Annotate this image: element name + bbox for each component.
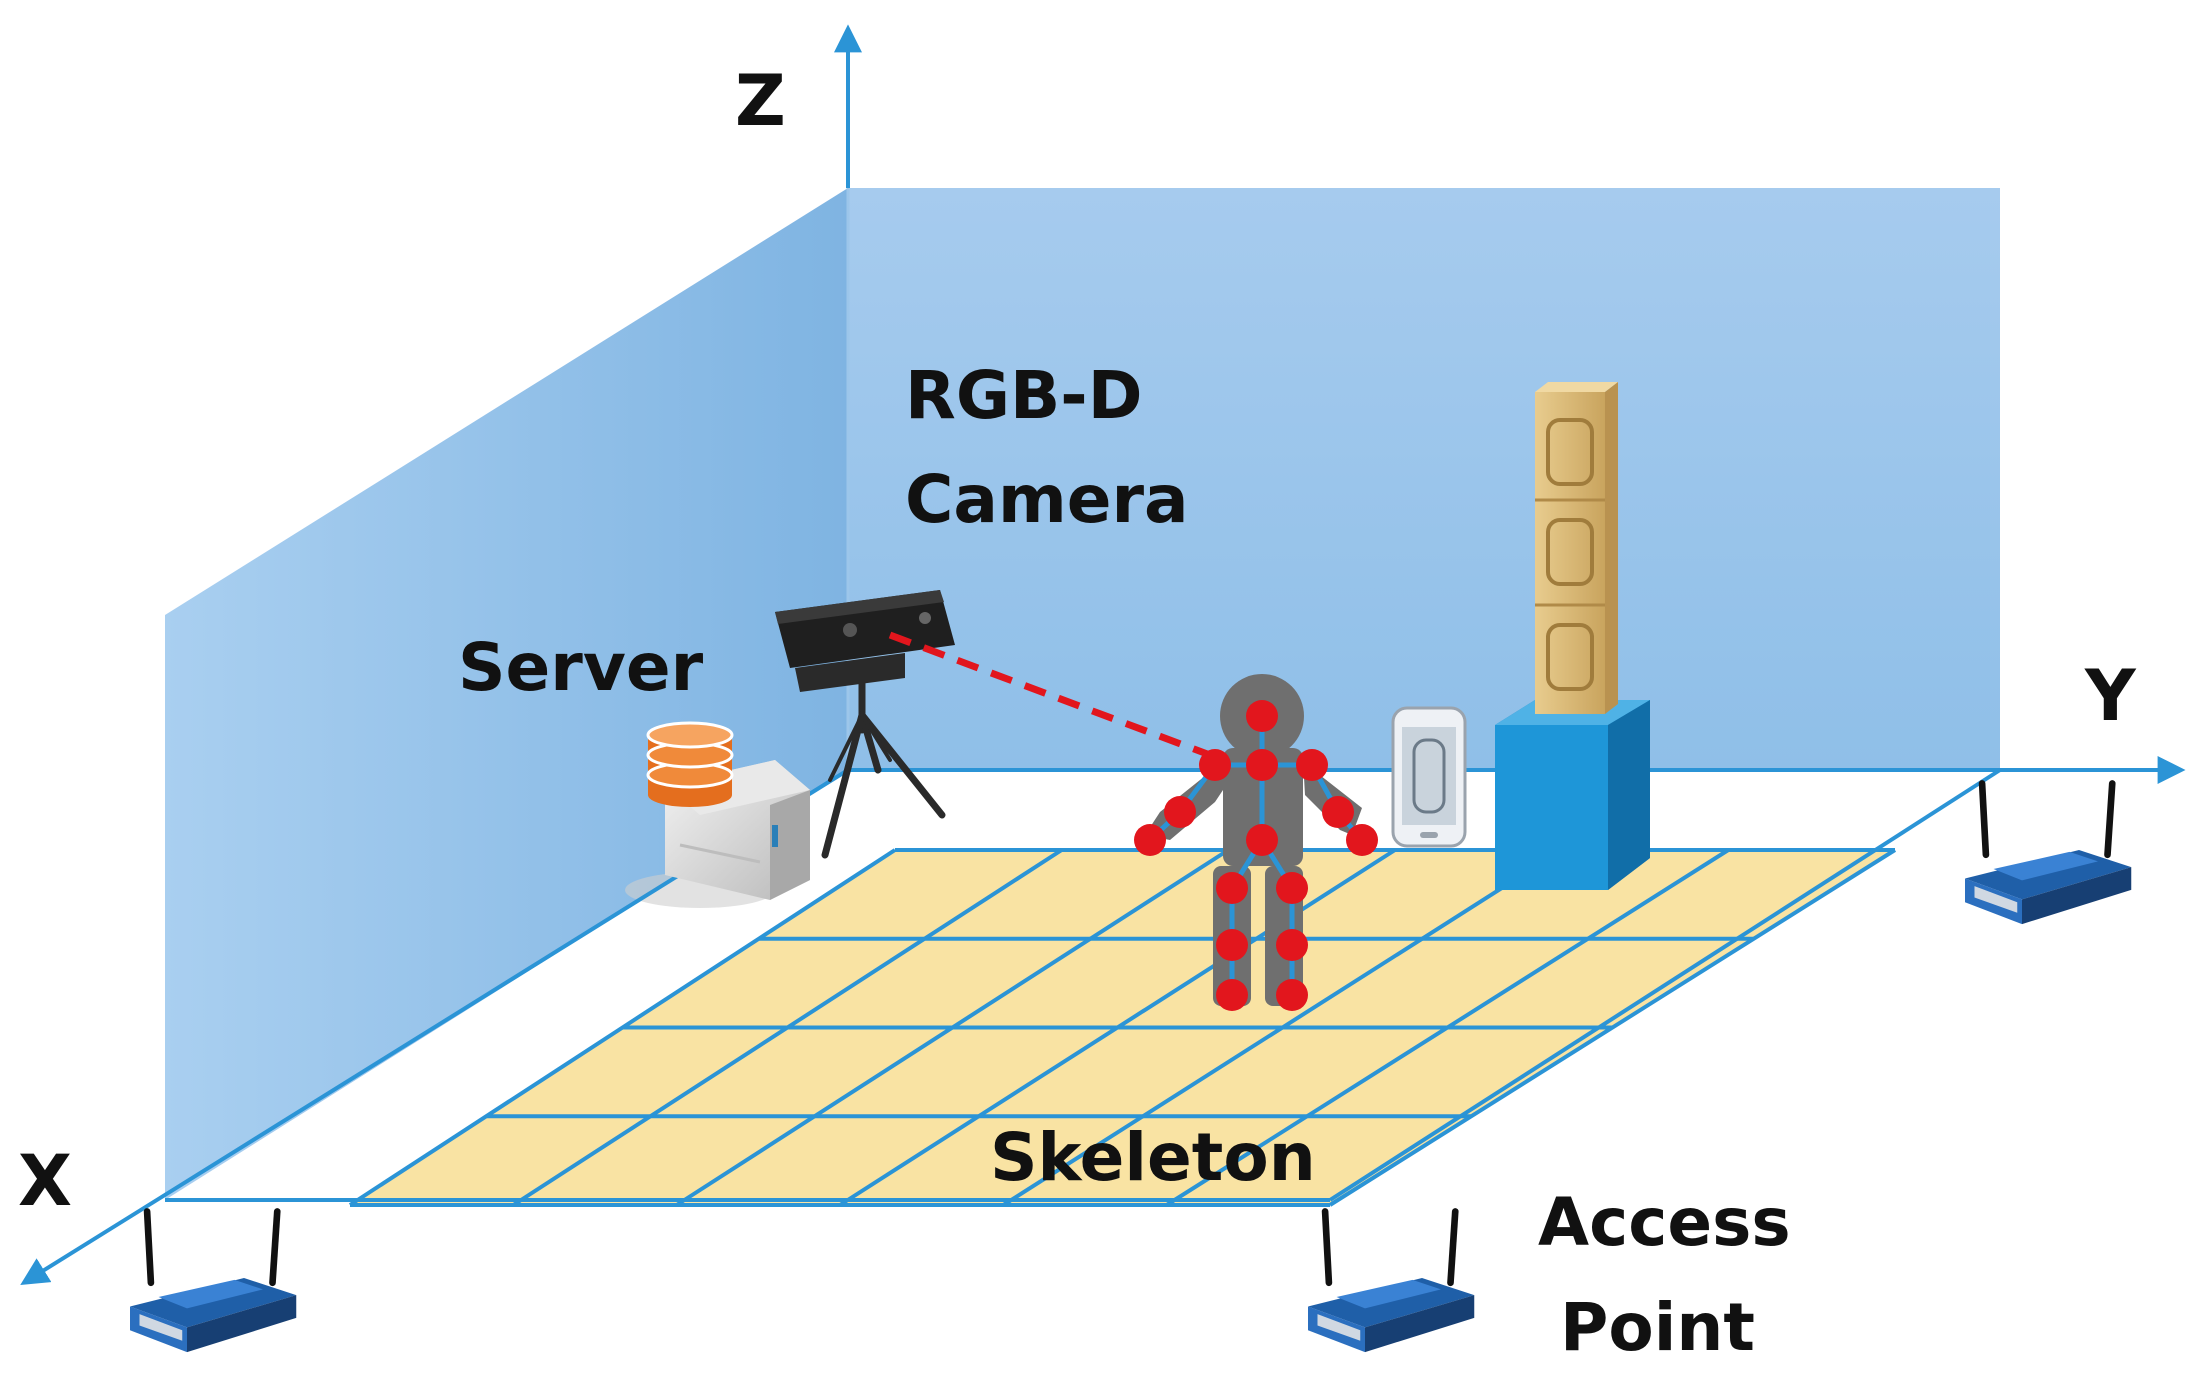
grid-column-line xyxy=(512,848,1063,1207)
rgbd-camera-icon xyxy=(775,590,955,692)
wifi-router-icon xyxy=(1965,780,2132,925)
grid-column-line xyxy=(675,848,1230,1207)
access-point-label-line2: Point xyxy=(1560,1289,1755,1366)
database-icon xyxy=(646,721,734,807)
floor-right-edge xyxy=(1328,768,2002,1202)
camera-ray xyxy=(888,631,1212,759)
skeleton-joint xyxy=(1164,796,1196,828)
smartphone-icon xyxy=(1391,706,1467,848)
skeleton-joint xyxy=(1216,929,1248,961)
tripod-icon xyxy=(821,676,946,859)
skeleton-joint xyxy=(1296,749,1328,781)
floor-grid xyxy=(348,848,1897,1207)
wifi-router-icon xyxy=(130,1208,297,1353)
pedestal xyxy=(1495,700,1650,890)
skeleton-joint xyxy=(1199,749,1231,781)
skeleton-joint xyxy=(1216,872,1248,904)
skeleton-joint xyxy=(1276,979,1308,1011)
left-wall xyxy=(165,188,848,1200)
z-axis-label: Z xyxy=(735,60,786,142)
grid-column-line xyxy=(1165,848,1730,1207)
skeleton-joint xyxy=(1246,700,1278,732)
skeleton-joint xyxy=(1216,979,1248,1011)
grid-column-line xyxy=(348,848,897,1207)
access-points xyxy=(130,780,2132,1353)
access-point-label-line1: Access xyxy=(1538,1184,1791,1261)
server-label: Server xyxy=(458,629,704,706)
skeleton-joints xyxy=(1134,700,1378,1011)
grid-column-line xyxy=(1328,848,1897,1207)
artifact-pillar-icon xyxy=(1535,382,1618,714)
skeleton-joint xyxy=(1276,929,1308,961)
skeleton-joint xyxy=(1246,824,1278,856)
skeleton-joint xyxy=(1134,824,1166,856)
wifi-router-icon xyxy=(1308,1208,1475,1353)
camera-label-line1: RGB-D xyxy=(905,357,1142,434)
grid-column-line xyxy=(1002,848,1563,1207)
skeleton-label: Skeleton xyxy=(990,1119,1316,1196)
skeleton-joint xyxy=(1346,824,1378,856)
skeleton-joint xyxy=(1322,796,1354,828)
camera-label-line2: Camera xyxy=(905,461,1189,538)
x-axis-label: X xyxy=(18,1140,72,1222)
skeleton-joint xyxy=(1246,749,1278,781)
back-wall xyxy=(848,188,2000,770)
skeleton-joint xyxy=(1276,872,1308,904)
y-axis-label: Y xyxy=(2084,655,2137,737)
